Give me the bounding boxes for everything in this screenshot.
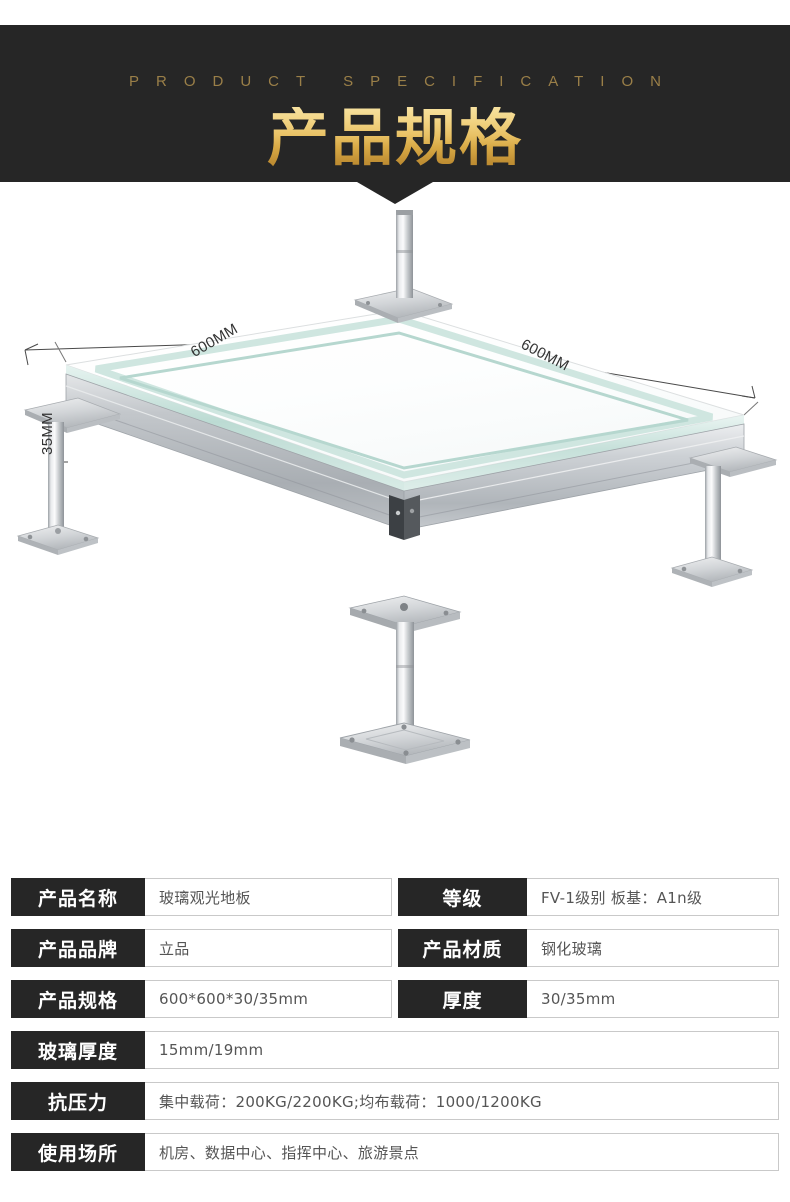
spec-value: 集中载荷：200KG/2200KG;均布载荷：1000/1200KG <box>145 1082 779 1120</box>
spec-value: 机房、数据中心、指挥中心、旅游景点 <box>145 1133 779 1171</box>
spec-label: 厚度 <box>398 980 527 1018</box>
spec-cell: 使用场所 机房、数据中心、指挥中心、旅游景点 <box>11 1133 779 1171</box>
pedestal-left <box>16 397 122 555</box>
spec-cell: 产品材质 钢化玻璃 <box>398 929 779 967</box>
table-row: 产品品牌 立品 产品材质 钢化玻璃 <box>11 929 779 967</box>
page-title: 产品规格 <box>0 107 790 169</box>
spec-label: 产品名称 <box>11 878 145 916</box>
spec-value: 30/35mm <box>527 980 779 1018</box>
table-row: 产品规格 600*600*30/35mm 厚度 30/35mm <box>11 980 779 1018</box>
spec-label: 产品品牌 <box>11 929 145 967</box>
banner-eyebrow-text: PRODUCT SPECIFICATION <box>129 73 678 90</box>
spec-cell: 产品规格 600*600*30/35mm <box>11 980 392 1018</box>
table-row: 产品名称 玻璃观光地板 等级 FV-1级别 板基：A1n级 <box>11 878 779 916</box>
table-row: 抗压力 集中载荷：200KG/2200KG;均布载荷：1000/1200KG <box>11 1082 779 1120</box>
dimension-label-height: 35MM <box>38 412 56 455</box>
header-banner: PRODUCT SPECIFICATION 产品规格 <box>0 25 790 182</box>
spec-label: 抗压力 <box>11 1082 145 1120</box>
aluminium-frame <box>65 373 745 540</box>
spec-cell: 等级 FV-1级别 板基：A1n级 <box>398 878 779 916</box>
spec-label: 使用场所 <box>11 1133 145 1171</box>
spec-cell: 厚度 30/35mm <box>398 980 779 1018</box>
glass-edge <box>66 365 744 491</box>
spec-cell: 产品名称 玻璃观光地板 <box>11 878 392 916</box>
spec-label: 等级 <box>398 878 527 916</box>
spec-value: FV-1级别 板基：A1n级 <box>527 878 779 916</box>
product-illustration: 600MM 600MM 35MM <box>0 210 790 830</box>
banner-arrow-icon <box>357 182 433 204</box>
pedestal-front <box>339 595 471 764</box>
spec-cell: 抗压力 集中载荷：200KG/2200KG;均布载荷：1000/1200KG <box>11 1082 779 1120</box>
spec-value: 600*600*30/35mm <box>145 980 392 1018</box>
spec-label: 玻璃厚度 <box>11 1031 145 1069</box>
spec-label: 产品规格 <box>11 980 145 1018</box>
specification-table: 产品名称 玻璃观光地板 等级 FV-1级别 板基：A1n级 产品品牌 立品 产品… <box>11 878 779 1184</box>
spec-value: 立品 <box>145 929 392 967</box>
spec-cell: 玻璃厚度 15mm/19mm <box>11 1031 779 1069</box>
spec-value: 钢化玻璃 <box>527 929 779 967</box>
table-row: 使用场所 机房、数据中心、指挥中心、旅游景点 <box>11 1133 779 1171</box>
spec-cell: 产品品牌 立品 <box>11 929 392 967</box>
pedestal-back <box>353 210 454 323</box>
pedestal-right <box>670 446 778 587</box>
table-row: 玻璃厚度 15mm/19mm <box>11 1031 779 1069</box>
spec-label: 产品材质 <box>398 929 527 967</box>
spec-value: 玻璃观光地板 <box>145 878 392 916</box>
spec-value: 15mm/19mm <box>145 1031 779 1069</box>
